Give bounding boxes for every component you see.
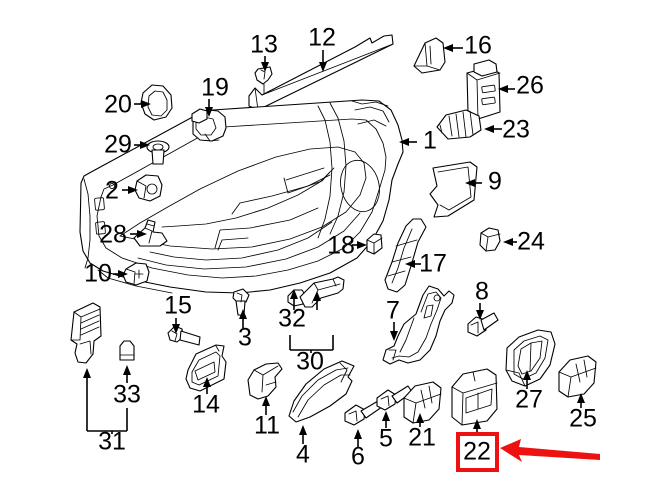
callout-number-18: 18 (327, 232, 355, 260)
part-19-handle-mount (191, 108, 227, 142)
part-4-armrest (288, 360, 355, 423)
callout-number-15: 15 (164, 292, 192, 320)
leader-lines (83, 44, 585, 447)
part-9-access-cover (429, 161, 478, 218)
part-25-switch-block (558, 355, 597, 398)
callout-number-24: 24 (517, 228, 545, 256)
part-23-switch-bezel (436, 109, 482, 140)
part-20-oval-grommet (140, 84, 173, 121)
callout-number-1: 1 (423, 127, 437, 155)
part-5-bolt (376, 385, 413, 411)
callout-number-29: 29 (104, 131, 132, 159)
callout-number-5: 5 (379, 425, 393, 453)
callout-number-4: 4 (296, 441, 310, 469)
callout-number-25: 25 (569, 405, 597, 433)
part-15-screw (167, 325, 201, 346)
callout-number-layer: 13 12 16 20 19 26 23 1 29 9 2 28 18 24 17 10 15 8 32 3 7 30 33… (84, 24, 597, 471)
callout-number-22: 22 (463, 438, 491, 466)
part-21-switch-block (403, 381, 442, 424)
callout-number-6: 6 (351, 443, 365, 471)
callout-number-14: 14 (192, 391, 220, 419)
part-18-small-clip (366, 233, 383, 255)
part-14-handle-bezel (185, 344, 227, 392)
part-28-bracket-clip (133, 219, 168, 247)
part-2-bushing (134, 174, 163, 202)
callout-number-31: 31 (98, 428, 126, 456)
callout-number-21: 21 (408, 424, 436, 452)
part-33-bulb (119, 340, 135, 361)
part-31-lamp-assembly (70, 302, 102, 364)
callout-number-19: 19 (201, 74, 229, 102)
callout-number-13: 13 (250, 31, 278, 59)
callout-number-32: 32 (278, 305, 306, 333)
callout-number-11: 11 (254, 412, 280, 440)
callout-number-8: 8 (475, 278, 489, 306)
highlight-arrow (500, 439, 600, 462)
part-13-clip (254, 66, 273, 95)
part-22-switch-assembly (451, 368, 498, 426)
callout-number-17: 17 (419, 250, 447, 278)
callout-number-2: 2 (105, 177, 119, 205)
part-24-cap (479, 227, 501, 252)
callout-number-20: 20 (104, 91, 132, 119)
part-7-latch-housing (382, 285, 455, 365)
callout-number-28: 28 (99, 221, 127, 249)
callout-number-12: 12 (308, 24, 336, 52)
callout-number-23: 23 (502, 116, 530, 144)
callout-number-27: 27 (515, 386, 543, 414)
part-27-tray (505, 329, 556, 387)
part-29-push-pin (146, 140, 170, 165)
part-16-corner-cover (413, 37, 446, 74)
part-10-cap (122, 262, 150, 286)
part-17-trim-strip (384, 218, 427, 293)
highlight-layer (456, 432, 600, 472)
callout-number-16: 16 (464, 32, 492, 60)
callout-number-10: 10 (84, 260, 112, 288)
callout-number-9: 9 (488, 168, 502, 196)
callout-number-7: 7 (386, 297, 400, 325)
highlight-box-22 (456, 432, 499, 472)
part-3-screw (232, 288, 250, 316)
callout-number-30: 30 (296, 348, 324, 376)
part-26-window-switch (466, 59, 501, 120)
part-8-bolt (467, 312, 499, 337)
callout-number-33: 33 (113, 381, 141, 409)
callout-number-26: 26 (516, 72, 544, 100)
part-11-end-cap (247, 362, 283, 400)
callout-number-3: 3 (238, 324, 252, 352)
